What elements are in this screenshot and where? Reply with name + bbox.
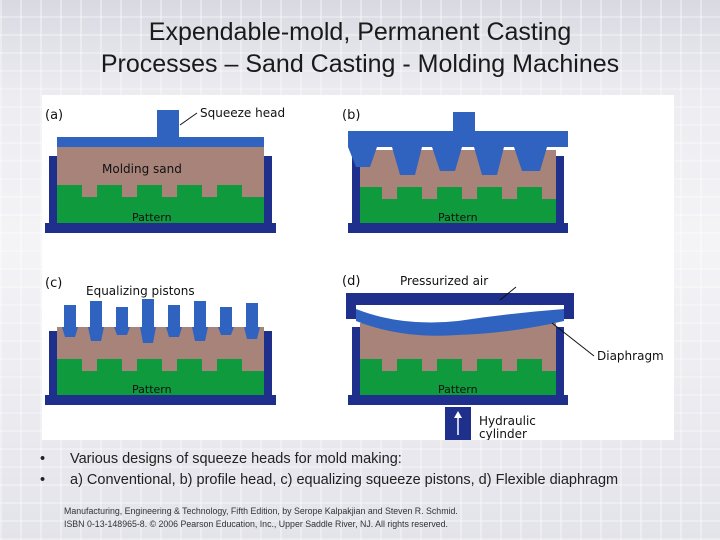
panel-d-air-label: Pressurized air: [400, 274, 488, 288]
source-credit: Manufacturing, Engineering & Technology,…: [64, 505, 664, 531]
panel-c-pistons-label: Equalizing pistons: [86, 284, 195, 298]
title-line-2: Processes – Sand Casting - Molding Machi…: [100, 50, 620, 78]
panel-a-head-plate: [57, 137, 264, 147]
bullet-item: • Various designs of squeeze heads for m…: [40, 449, 710, 470]
panel-b-letter: (b): [342, 108, 360, 123]
panel-a-head-rod: [157, 110, 179, 138]
panel-a-pattern-label: Pattern: [132, 211, 172, 224]
figure-svg: (a) Squeeze head Molding sand Pattern (b…: [45, 106, 664, 440]
credit-line-1: Manufacturing, Engineering & Technology,…: [64, 506, 458, 516]
bullet-item: • a) Conventional, b) profile head, c) e…: [40, 470, 710, 491]
panel-a: (a) Squeeze head Molding sand Pattern: [45, 106, 285, 233]
panel-d-cyl-label-2: cylinder: [479, 427, 527, 440]
credit-line-2: ISBN 0-13-148965-8. © 2006 Pearson Educa…: [64, 519, 448, 529]
panel-d: (d) Pressurized air Diaphragm Pattern Hy…: [342, 274, 664, 440]
panel-c-letter: (c): [45, 276, 62, 291]
bullet-dot: •: [40, 472, 46, 488]
panel-c: (c) Equalizing pistons Pattern: [45, 276, 276, 405]
panel-a-letter: (a): [45, 108, 63, 123]
panel-d-pattern-label: Pattern: [438, 383, 478, 396]
panel-d-cyl-label-1: Hydraulic: [479, 414, 536, 428]
molding-machines-figure: (a) Squeeze head Molding sand Pattern (b…: [42, 95, 674, 440]
panel-a-sand-label: Molding sand: [102, 162, 182, 176]
bullet-text: a) Conventional, b) profile head, c) equ…: [70, 472, 619, 488]
slide-title: Expendable-mold, Permanent Casting Proce…: [0, 16, 720, 80]
bullet-text: Various designs of squeeze heads for mol…: [70, 451, 402, 467]
panel-a-head-label: Squeeze head: [200, 106, 285, 120]
title-line-1: Expendable-mold, Permanent Casting: [148, 18, 572, 46]
panel-a-pattern: [57, 185, 264, 223]
panel-c-pattern-label: Pattern: [132, 383, 172, 396]
panel-d-diaphragm-label: Diaphragm: [597, 349, 664, 363]
panel-d-letter: (d): [342, 274, 360, 289]
panel-b: (b) Pattern: [342, 108, 568, 233]
panel-b-pattern-label: Pattern: [438, 211, 478, 224]
bullet-dot: •: [40, 451, 46, 467]
bullet-list: • Various designs of squeeze heads for m…: [40, 449, 710, 491]
